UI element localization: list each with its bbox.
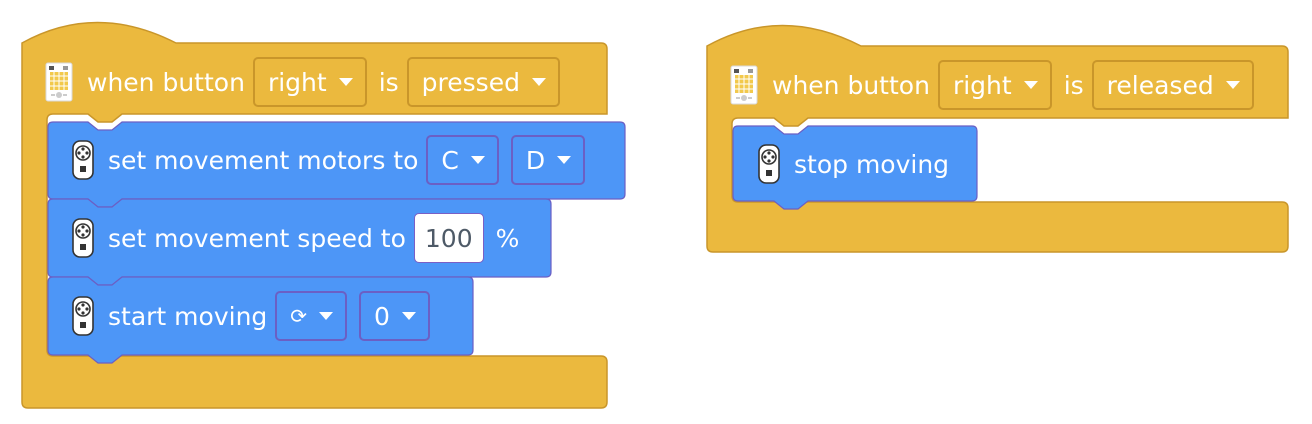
button-state-dropdown[interactable]: pressed: [406, 57, 560, 107]
hub-icon: [45, 62, 73, 102]
script-button-pressed[interactable]: when button right is pressed: [0, 0, 640, 424]
speed-input[interactable]: 100: [413, 213, 484, 263]
hat-row: when button right is pressed: [45, 55, 572, 109]
set-motors-label: set movement motors to: [108, 145, 419, 175]
steering-dropdown[interactable]: 0: [359, 291, 430, 341]
chevron-down-icon: [401, 312, 416, 320]
set-speed-label: set movement speed to: [108, 223, 406, 253]
hat-when-label: when button: [87, 67, 245, 97]
start-moving-block[interactable]: start moving ⟳ 0: [72, 290, 442, 342]
start-moving-label: start moving: [108, 301, 268, 331]
button-select-dropdown[interactable]: right: [937, 60, 1052, 110]
motor-a-dropdown[interactable]: C: [426, 135, 499, 185]
motor-icon: [72, 218, 94, 258]
motor-icon: [72, 296, 94, 336]
hat-when-label: when button: [772, 70, 930, 100]
chevron-down-icon: [531, 78, 546, 86]
chevron-down-icon: [1023, 81, 1038, 89]
motor-icon: [72, 140, 94, 180]
button-select-dropdown[interactable]: right: [252, 57, 367, 107]
direction-dropdown[interactable]: ⟳: [275, 291, 348, 341]
chevron-down-icon: [319, 312, 334, 320]
stop-moving-block[interactable]: stop moving: [758, 138, 949, 190]
chevron-down-icon: [470, 156, 485, 164]
set-movement-speed-block[interactable]: set movement speed to 100 %: [72, 212, 519, 264]
stop-moving-label: stop moving: [794, 149, 950, 179]
rotate-clockwise-icon: ⟳: [290, 304, 308, 328]
percent-unit-label: %: [495, 223, 520, 253]
chevron-down-icon: [1225, 81, 1240, 89]
chevron-down-icon: [557, 156, 572, 164]
hat-row: when button right is released: [730, 58, 1266, 112]
hat-is-label: is: [378, 67, 399, 97]
set-movement-motors-block[interactable]: set movement motors to C D: [72, 134, 597, 186]
motor-b-dropdown[interactable]: D: [510, 135, 586, 185]
motor-icon: [758, 144, 780, 184]
hub-icon: [730, 65, 758, 105]
button-state-dropdown[interactable]: released: [1091, 60, 1254, 110]
script-button-released[interactable]: when button right is released stop movin…: [690, 0, 1312, 300]
chevron-down-icon: [338, 78, 353, 86]
hat-is-label: is: [1063, 70, 1084, 100]
